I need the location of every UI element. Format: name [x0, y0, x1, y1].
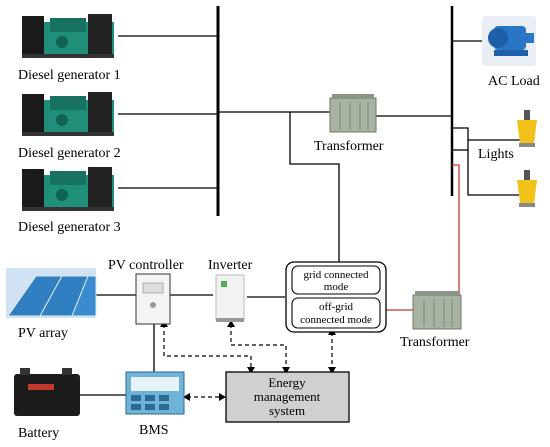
- pv-controller-icon: [135, 273, 171, 325]
- inverter-icon: [215, 274, 245, 322]
- diesel-generator-2-label: Diesel generator 2: [18, 146, 121, 161]
- battery-label: Battery: [18, 426, 59, 441]
- ac-load-motor-icon: [482, 16, 536, 66]
- diesel-generator-3-icon: [22, 167, 114, 211]
- ems-label-line1: Energy: [268, 375, 306, 390]
- grid-connected-label-line2: mode: [324, 281, 349, 293]
- transformer-bottom-icon: [412, 291, 462, 330]
- inverter-label: Inverter: [208, 258, 253, 273]
- operation-mode-box: [285, 261, 387, 333]
- communication-links: [163, 324, 333, 398]
- grid-connected-label-line1: grid connected: [303, 269, 369, 281]
- light-bottom-icon: [517, 170, 537, 207]
- pv-array-label: PV array: [18, 326, 68, 341]
- arrow-down-ems-3: [328, 367, 336, 374]
- off-grid-label-line2: connected mode: [300, 314, 372, 326]
- energy-management-system-box: [225, 371, 350, 423]
- ems-label-line3: system: [269, 403, 305, 418]
- diesel-generator-2-icon: [22, 92, 114, 136]
- diesel-generator-1-icon: [22, 14, 114, 58]
- comm-inverter-ems: [230, 324, 287, 370]
- pv-controller-label: PV controller: [108, 258, 184, 273]
- battery-icon: [14, 368, 80, 416]
- diesel-generator-1-label: Diesel generator 1: [18, 68, 121, 83]
- arrow-up-inverter: [227, 320, 235, 327]
- lights-feeder: [452, 127, 525, 196]
- pv-array-icon: [6, 268, 97, 318]
- diesel-generator-3-label: Diesel generator 3: [18, 220, 121, 235]
- grid-connected-mode-box: [291, 265, 381, 295]
- ems-label-line2: management: [254, 389, 321, 404]
- arrow-down-ems-1: [247, 367, 255, 374]
- grid-connection-line: [289, 112, 340, 262]
- transformer-top-icon: [329, 94, 377, 133]
- bms-label: BMS: [139, 423, 169, 438]
- offgrid-connection-line: [452, 164, 460, 310]
- arrow-right-ems: [219, 393, 226, 401]
- light-top-icon: [517, 110, 537, 147]
- bms-icon: [125, 371, 185, 415]
- off-grid-label-line1: off-grid: [319, 301, 354, 313]
- transformer-bottom-label: Transformer: [400, 335, 470, 350]
- arrow-down-ems-2: [282, 367, 290, 374]
- off-grid-mode-box: [291, 297, 381, 329]
- lights-label: Lights: [478, 147, 514, 162]
- comm-pvcontroller-ems: [163, 324, 252, 370]
- arrow-left-bms: [183, 393, 190, 401]
- ac-load-label: AC Load: [488, 74, 540, 89]
- transformer-top-label: Transformer: [314, 139, 384, 154]
